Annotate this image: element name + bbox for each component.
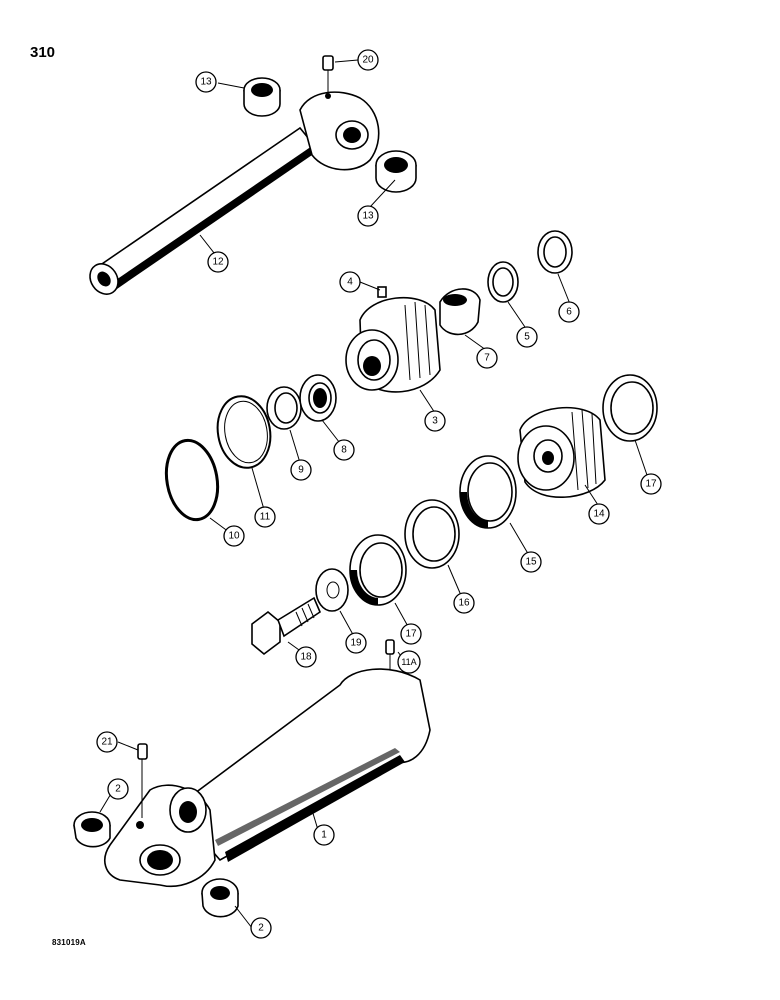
svg-text:6: 6 (566, 307, 572, 318)
svg-text:8: 8 (341, 445, 347, 456)
callout-3: 3 (424, 410, 446, 432)
gland-seal-a (266, 386, 302, 430)
gland-seal-b (299, 374, 337, 422)
figure-code: 831019A (52, 938, 86, 947)
base-bushing-right (201, 878, 239, 918)
svg-text:11: 11 (260, 512, 271, 523)
backup-ring (216, 395, 272, 469)
callout-2-left: 2 (107, 778, 129, 800)
piston-ring (404, 499, 460, 569)
svg-text:17: 17 (645, 479, 657, 490)
wear-ring-gland (439, 288, 481, 336)
callout-13-upper: 13 (195, 71, 217, 93)
callout-17-right: 17 (640, 473, 662, 495)
svg-text:13: 13 (200, 77, 212, 88)
svg-text:16: 16 (458, 598, 470, 609)
piston-rod (89, 91, 380, 295)
svg-text:14: 14 (593, 509, 605, 520)
callout-12: 12 (207, 251, 229, 273)
callout-9: 9 (290, 459, 312, 481)
piston-seal (459, 455, 517, 529)
page-number: 310 (30, 44, 56, 61)
svg-text:2: 2 (115, 784, 121, 795)
callout-11: 11 (254, 506, 276, 528)
gland (345, 296, 441, 393)
grease-fitting-rod (322, 55, 334, 92)
callout-16: 16 (453, 592, 475, 614)
svg-text:7: 7 (484, 353, 490, 364)
bolt (251, 596, 321, 656)
svg-text:5: 5 (524, 332, 530, 343)
grease-fitting-barrel (385, 639, 395, 672)
svg-text:3: 3 (432, 416, 438, 427)
svg-text:20: 20 (362, 55, 374, 66)
rod-seal (487, 261, 519, 303)
callout-1: 1 (313, 824, 335, 846)
callout-13-lower: 13 (357, 205, 379, 227)
svg-text:19: 19 (350, 638, 362, 649)
callout-19: 19 (345, 632, 367, 654)
callout-4: 4 (339, 271, 361, 293)
svg-text:18: 18 (300, 652, 312, 663)
cylinder-barrel (104, 668, 431, 887)
svg-text:21: 21 (101, 737, 113, 748)
callout-15: 15 (520, 551, 542, 573)
base-bushing-left (73, 811, 111, 848)
svg-text:1: 1 (321, 830, 327, 841)
svg-text:12: 12 (212, 257, 224, 268)
svg-text:11A: 11A (401, 657, 416, 667)
svg-text:2: 2 (258, 923, 264, 934)
callout-5: 5 (516, 326, 538, 348)
callout-6: 6 (558, 301, 580, 323)
svg-text:9: 9 (298, 465, 304, 476)
callout-2-right: 2 (250, 917, 272, 939)
piston-wear-ring-left (349, 534, 407, 606)
callout-8: 8 (333, 439, 355, 461)
svg-text:13: 13 (362, 211, 374, 222)
callout-20: 20 (357, 49, 379, 71)
callout-18: 18 (295, 646, 317, 668)
callout-11a: 11A (397, 650, 421, 674)
svg-text:10: 10 (228, 531, 240, 542)
grease-fitting-base (137, 743, 148, 818)
set-screw (377, 286, 387, 298)
callout-14: 14 (588, 503, 610, 525)
callout-17-left: 17 (400, 623, 422, 645)
rod-eye-bushing-lower (375, 150, 417, 193)
piston-wear-ring-right (602, 374, 658, 442)
washer (315, 568, 349, 612)
wiper-seal (537, 230, 573, 274)
rod-eye-bushing-upper (243, 77, 281, 117)
o-ring (164, 438, 220, 522)
piston (517, 406, 606, 499)
svg-text:15: 15 (525, 557, 537, 568)
callout-10: 10 (223, 525, 245, 547)
svg-text:4: 4 (347, 277, 353, 288)
callout-7: 7 (476, 347, 498, 369)
svg-text:17: 17 (405, 629, 417, 640)
callout-21: 21 (96, 731, 118, 753)
